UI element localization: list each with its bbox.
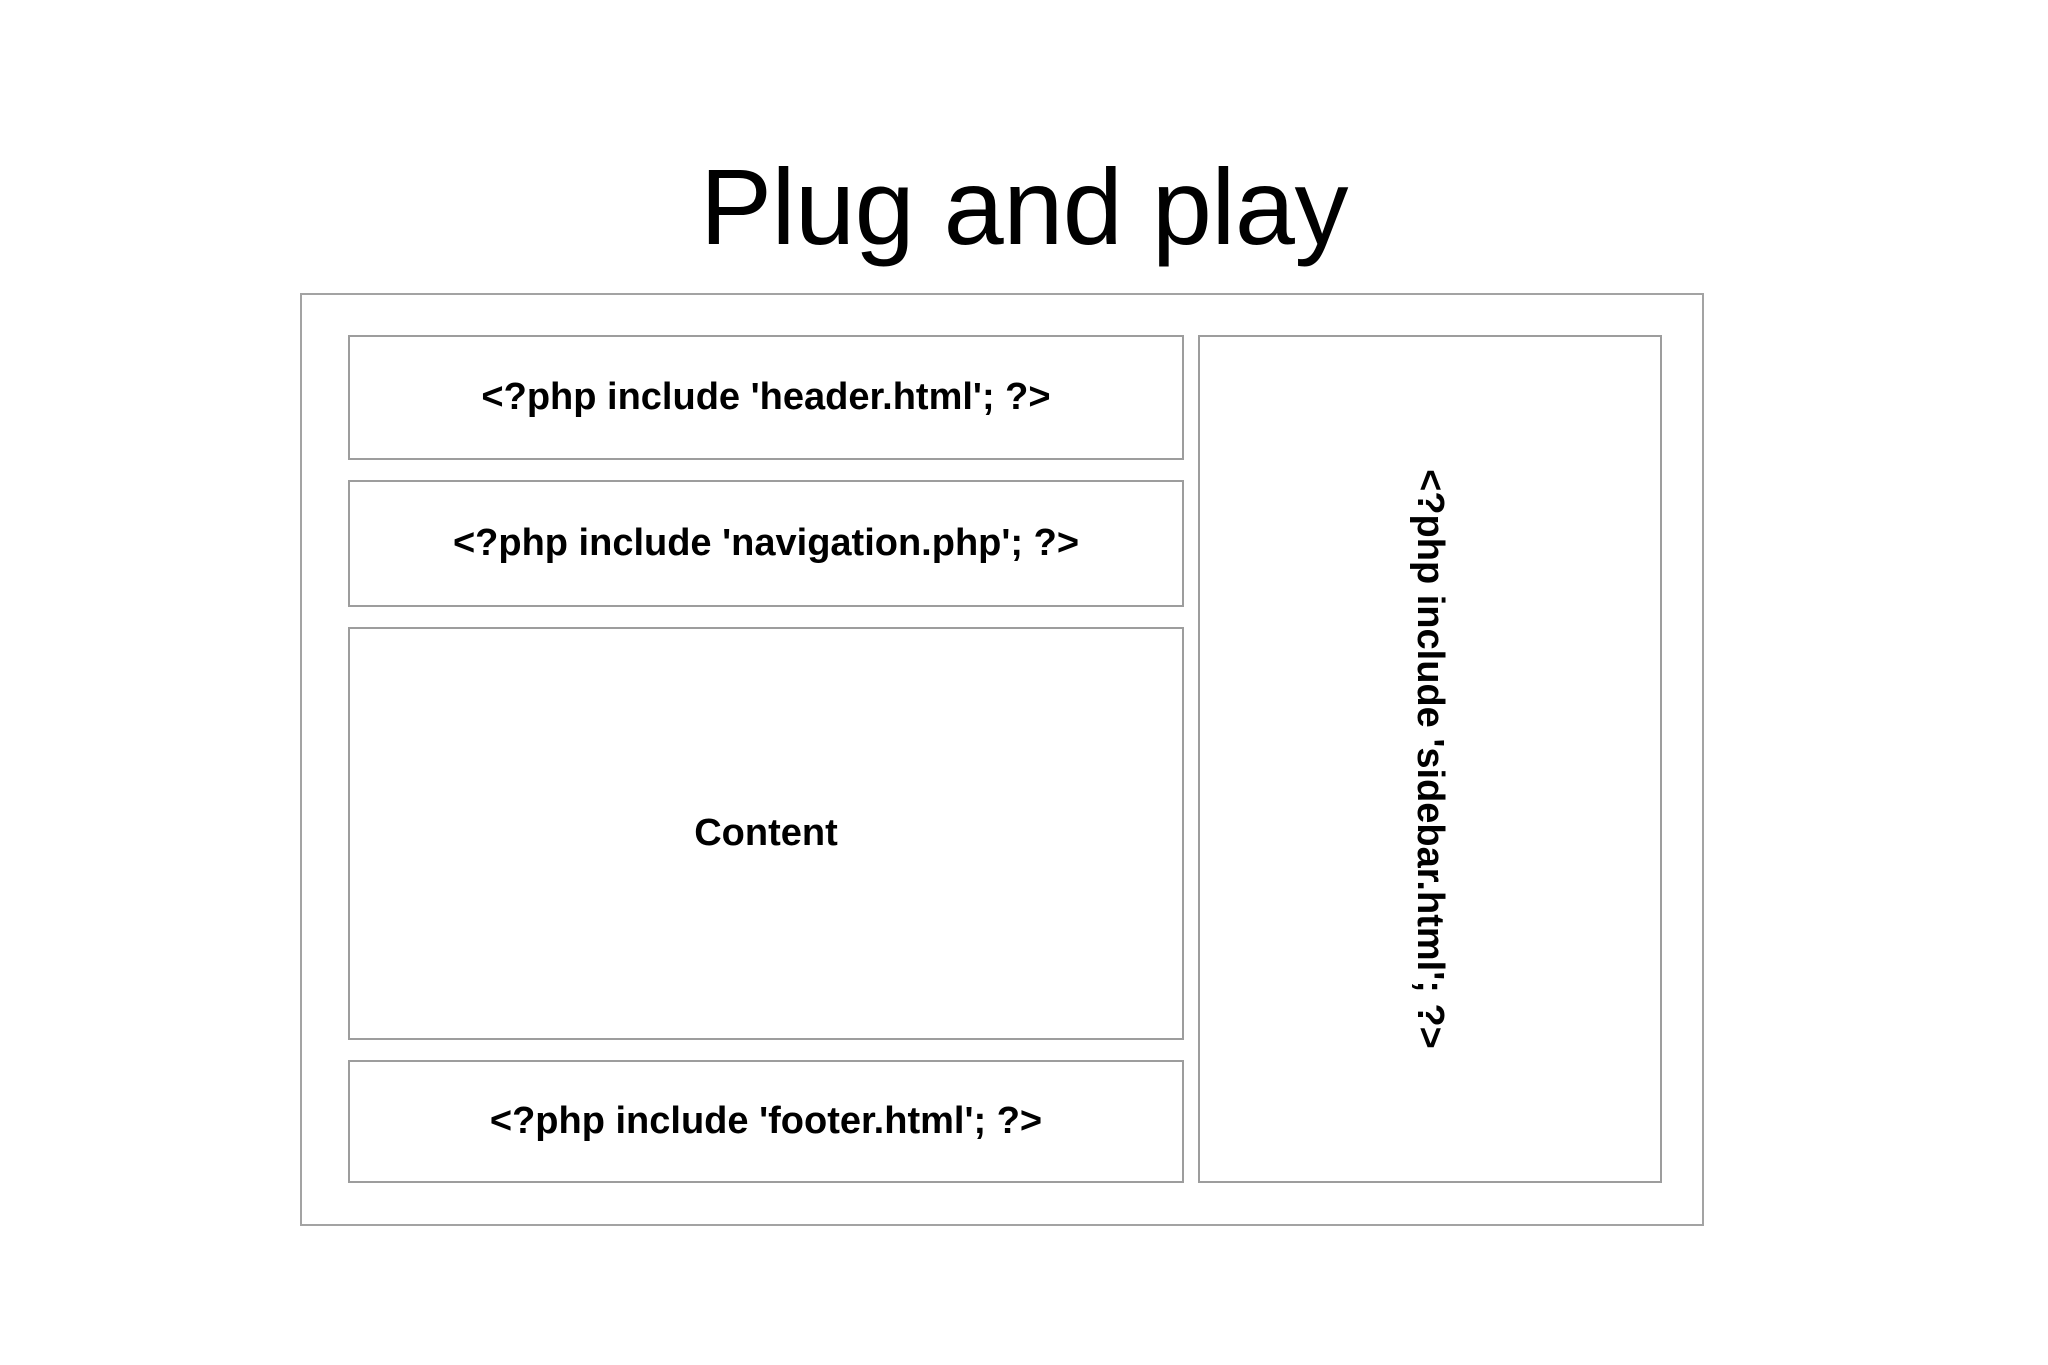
region-sidebar[interactable]: <?php include 'sidebar.html'; ?> [1198, 335, 1662, 1183]
main-column: <?php include 'header.html'; ?> <?php in… [348, 335, 1184, 1183]
region-footer[interactable]: <?php include 'footer.html'; ?> [348, 1060, 1184, 1183]
region-content[interactable]: Content [348, 627, 1184, 1040]
region-header-label: <?php include 'header.html'; ?> [481, 375, 1051, 418]
sidebar-column: <?php include 'sidebar.html'; ?> [1198, 335, 1662, 1183]
region-sidebar-label: <?php include 'sidebar.html'; ?> [1409, 469, 1451, 1049]
region-navigation-label: <?php include 'navigation.php'; ?> [452, 521, 1080, 564]
region-footer-label: <?php include 'footer.html'; ?> [489, 1099, 1043, 1142]
page-title: Plug and play [700, 146, 1349, 268]
page-layout-frame: <?php include 'header.html'; ?> <?php in… [300, 293, 1704, 1226]
region-navigation[interactable]: <?php include 'navigation.php'; ?> [348, 480, 1184, 607]
region-content-label: Content [694, 811, 838, 854]
region-header[interactable]: <?php include 'header.html'; ?> [348, 335, 1184, 460]
